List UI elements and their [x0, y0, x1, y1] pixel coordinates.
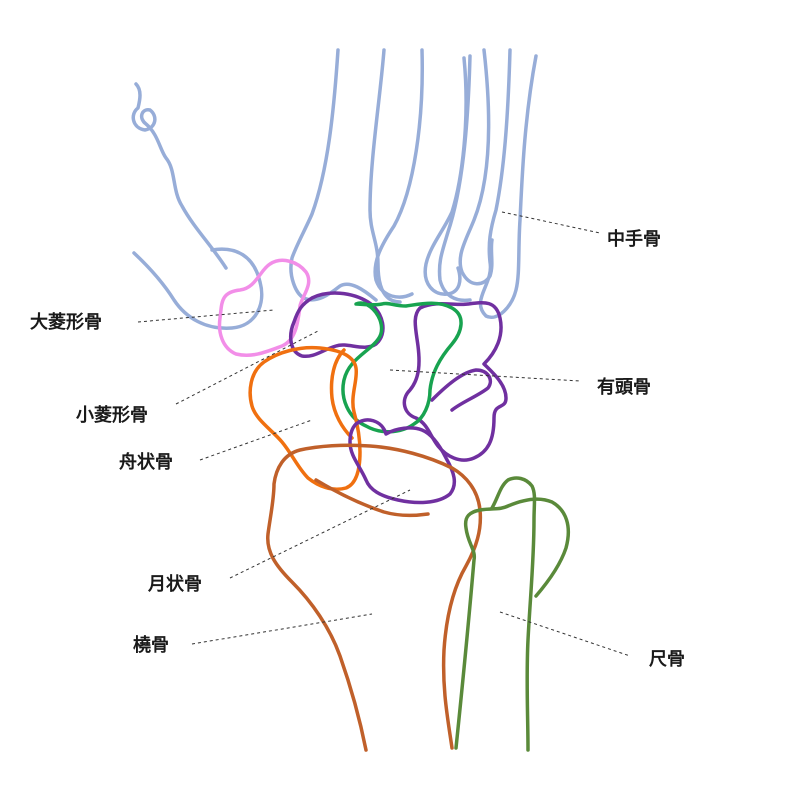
scaphoid-inner-line: [329, 348, 354, 440]
capitate-outline: [341, 301, 463, 434]
labels: 中手骨 大菱形骨 有頭骨 小菱形骨 舟状骨 月状骨 橈骨 尺骨: [30, 228, 685, 670]
leader-lunate: [229, 489, 411, 579]
lunate-outline: [348, 418, 457, 505]
leader-scaphoid: [199, 419, 313, 461]
trapezium-outline: [217, 258, 311, 358]
leader-radius: [191, 613, 373, 645]
label-scaphoid: 舟状骨: [119, 451, 173, 473]
leader-metacarpal: [501, 211, 601, 234]
radius-outline: [266, 443, 483, 752]
ulna-outline: [454, 497, 571, 750]
label-trapezoid: 小菱形骨: [76, 405, 148, 426]
leader-trapezoid: [175, 329, 321, 405]
label-lunate: 月状骨: [147, 573, 202, 595]
scaphoid-outline: [248, 345, 362, 491]
leader-capitate: [389, 369, 581, 382]
trapezoid-outline: [288, 291, 385, 359]
label-metacarpal: 中手骨: [607, 228, 661, 250]
hamate-outline: [402, 301, 508, 462]
hamate-hook: [430, 368, 493, 412]
ulna-styloid: [490, 476, 537, 752]
leader-trapezium: [137, 309, 275, 323]
leader-lines: [137, 211, 631, 657]
label-trapezium: 大菱形骨: [30, 311, 102, 333]
label-ulna: 尺骨: [649, 649, 685, 670]
leader-ulna: [499, 611, 631, 657]
label-radius: 橈骨: [133, 634, 169, 656]
label-capitate: 有頭骨: [597, 376, 651, 398]
radius-ridge: [314, 478, 430, 518]
metacarpal-bones: [131, 48, 538, 330]
